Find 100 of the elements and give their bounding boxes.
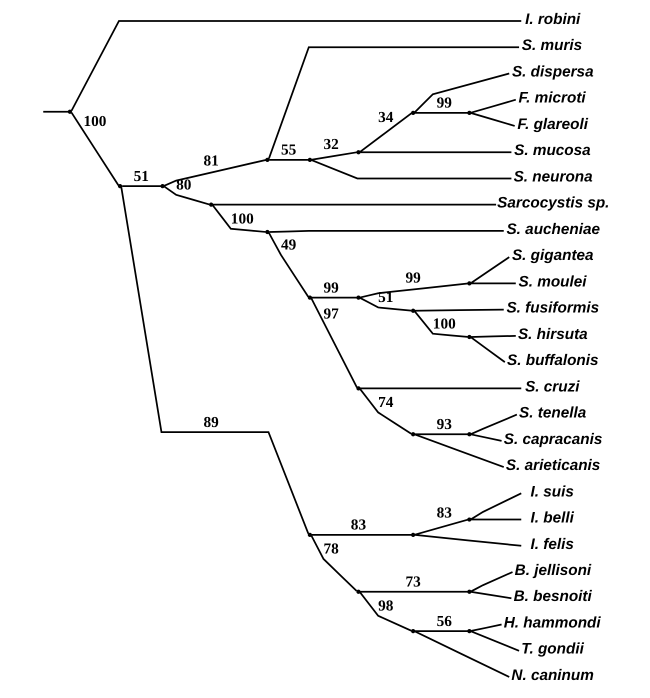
connector <box>311 151 357 161</box>
connector <box>122 185 161 187</box>
edge-label: 83 <box>350 516 366 534</box>
edge-label: 81 <box>203 152 219 170</box>
node-point <box>308 532 312 537</box>
connector <box>311 159 512 180</box>
node-text: S. tenella <box>519 404 586 422</box>
node-point <box>467 281 472 286</box>
node-text: H. hammondi <box>504 614 601 632</box>
node-point <box>467 334 472 340</box>
node-text: S. fusiformis <box>506 300 600 317</box>
edge-label: 74 <box>378 394 394 412</box>
connector <box>470 492 522 520</box>
node-point <box>411 628 416 634</box>
connector <box>268 46 520 159</box>
connector <box>470 98 516 114</box>
edge-label: 34 <box>378 108 394 126</box>
node-text: Sarcocystis sp. <box>497 194 610 212</box>
connector <box>414 434 504 468</box>
connector <box>471 434 502 442</box>
connector <box>360 112 412 152</box>
node-text: I. belli <box>530 510 574 527</box>
connector <box>360 297 412 312</box>
node-text: S. aucheniae <box>506 220 600 238</box>
edge-label: 32 <box>323 136 339 154</box>
node-text: S. arieticanis <box>506 457 600 474</box>
edge-label: 93 <box>436 416 452 434</box>
connector <box>470 414 518 435</box>
connector <box>414 433 468 436</box>
node-text: F. glareoli <box>517 116 588 133</box>
node-point <box>467 432 472 436</box>
node-point <box>467 110 472 115</box>
node-text: S. neurona <box>514 168 593 186</box>
edge-label: 56 <box>436 612 452 630</box>
connector <box>360 282 468 298</box>
node-text: S. hirsuta <box>518 326 588 343</box>
connector <box>470 336 506 363</box>
connector <box>414 534 522 547</box>
connector <box>414 630 468 632</box>
connector <box>310 536 358 592</box>
edge-label: 98 <box>378 598 394 615</box>
connector <box>471 590 512 600</box>
node-text: I. felis <box>530 536 574 553</box>
edge-label: 89 <box>203 414 219 431</box>
edge-label: 49 <box>280 236 296 254</box>
node-point <box>356 386 361 390</box>
edge-label: 73 <box>405 573 421 590</box>
edge-label: 100 <box>83 113 106 130</box>
edge-label: 99 <box>436 94 452 112</box>
node-text: S. mucosa <box>514 142 591 160</box>
node-point <box>209 202 214 207</box>
node-text: B. jellisoni <box>514 562 592 579</box>
connector <box>70 112 120 186</box>
connector <box>310 298 358 388</box>
connector <box>43 110 68 113</box>
node-point <box>265 230 270 234</box>
node-text: T. gondii <box>521 640 584 658</box>
connector <box>359 388 412 434</box>
edge-label: 83 <box>436 504 452 522</box>
connector <box>471 518 522 520</box>
edge-label: 99 <box>405 270 421 287</box>
node-point <box>467 590 472 594</box>
node-text: I. robini <box>525 10 580 28</box>
node-point <box>265 158 270 162</box>
connector <box>470 630 520 652</box>
node-text: B. besnoiti <box>514 588 592 606</box>
connector <box>414 308 504 312</box>
node-point <box>411 110 416 115</box>
edge-label: 78 <box>323 540 339 558</box>
node-text: S. capracanis <box>504 430 602 448</box>
connector <box>212 204 496 206</box>
connector <box>414 518 468 536</box>
connector <box>120 187 310 534</box>
node-text: S. muris <box>522 37 582 54</box>
connector <box>414 630 510 678</box>
node-text: S. gigantea <box>512 247 594 264</box>
connector <box>164 159 266 187</box>
connector <box>414 310 468 338</box>
connector <box>164 186 210 206</box>
connector <box>70 20 522 112</box>
node-point <box>411 432 416 436</box>
node-text: S. buffalonis <box>507 352 599 370</box>
node-point <box>160 184 165 188</box>
node-point <box>356 150 361 154</box>
node-text: I. suis <box>530 483 574 500</box>
edge-label: 99 <box>323 279 339 296</box>
edge-label: 100 <box>230 210 254 228</box>
connector <box>414 112 468 114</box>
node-point <box>356 296 361 300</box>
connector <box>471 282 516 284</box>
connector <box>212 204 266 233</box>
node-point <box>68 110 72 114</box>
connector <box>470 112 515 127</box>
node-text: S. dispersa <box>512 63 594 80</box>
connector <box>471 624 502 632</box>
connector <box>312 534 412 536</box>
node-point <box>467 628 472 634</box>
node-text: S. moulei <box>518 273 587 290</box>
edge-label: 55 <box>280 142 296 159</box>
node-point <box>356 590 361 594</box>
